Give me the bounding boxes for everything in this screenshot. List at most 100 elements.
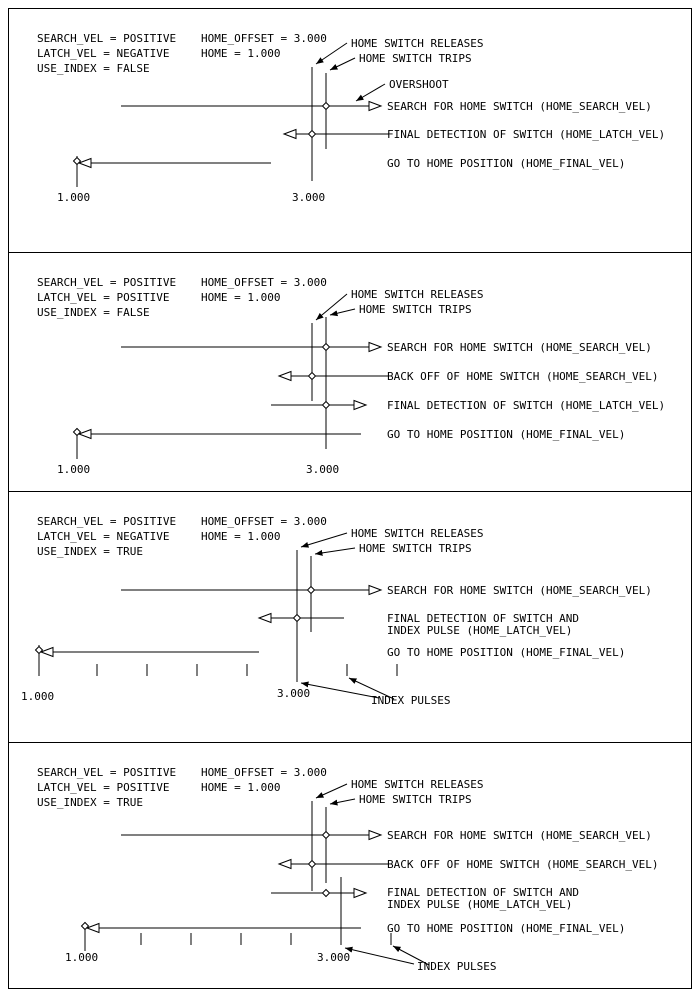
label-latch-row-line1: FINAL DETECTION OF SWITCH AND	[387, 612, 579, 625]
homing-panel-2-drawing: SEARCH_VEL = POSITIVE HOME_OFFSET = 3.00…	[37, 276, 665, 476]
home-marker-diamond	[72, 156, 82, 166]
label-latch-row-line2: INDEX PULSE (HOME_LATCH_VEL)	[387, 898, 572, 911]
param-home: HOME = 1.000	[201, 47, 280, 60]
axis-offset-label: 3.000	[277, 687, 310, 700]
callout-home-switch-releases: HOME SWITCH RELEASES	[351, 778, 483, 791]
final-arrowhead	[77, 428, 92, 440]
row-search: SEARCH FOR HOME SWITCH (HOME_SEARCH_VEL)	[121, 100, 652, 113]
axis-offset-label: 3.000	[306, 463, 339, 476]
row-latch: FINAL DETECTION OF SWITCH AND INDEX PULS…	[257, 612, 579, 637]
row-latch: FINAL DETECTION OF SWITCH AND INDEX PULS…	[271, 886, 579, 911]
param-use-index: USE_INDEX = FALSE	[37, 306, 150, 319]
row-latch: FINAL DETECTION OF SWITCH (HOME_LATCH_VE…	[282, 128, 665, 141]
releases-leader-line	[315, 783, 348, 799]
param-search-vel: SEARCH_VEL = POSITIVE	[37, 32, 176, 45]
axis-home-label: 1.000	[57, 191, 90, 204]
param-use-index: USE_INDEX = TRUE	[37, 545, 143, 558]
final-arrowhead	[85, 922, 100, 934]
index-pulse-marks: INDEX PULSES	[140, 933, 496, 973]
param-search-vel: SEARCH_VEL = POSITIVE	[37, 766, 176, 779]
param-home: HOME = 1.000	[201, 291, 280, 304]
axis-offset-label: 3.000	[292, 191, 325, 204]
param-latch-vel: LATCH_VEL = POSITIVE	[37, 291, 169, 304]
switch-lines	[311, 801, 342, 945]
param-home: HOME = 1.000	[201, 530, 280, 543]
final-arrowhead	[39, 646, 54, 658]
latch-arrowhead	[353, 399, 368, 411]
latch-arrowhead	[353, 887, 368, 899]
trips-leader-line	[329, 798, 356, 806]
search-arrowhead	[368, 100, 383, 112]
search-arrowhead	[368, 341, 383, 353]
row-backoff: BACK OFF OF HOME SWITCH (HOME_SEARCH_VEL…	[277, 858, 659, 871]
trip-marker-diamond	[306, 585, 316, 595]
callout-home-switch-trips: HOME SWITCH TRIPS	[359, 303, 472, 316]
label-final-row: GO TO HOME POSITION (HOME_FINAL_VEL)	[387, 646, 625, 659]
label-latch-row-line2: INDEX PULSE (HOME_LATCH_VEL)	[387, 624, 572, 637]
axis-home-label: 1.000	[57, 463, 90, 476]
panel-params: SEARCH_VEL = POSITIVE HOME_OFFSET = 3.00…	[37, 276, 327, 319]
callouts: HOME SWITCH RELEASES HOME SWITCH TRIPS	[300, 527, 483, 556]
trips-leader-line	[329, 57, 356, 71]
switch-lines	[311, 317, 327, 449]
trip-marker-diamond	[321, 888, 331, 898]
label-latch-row: FINAL DETECTION OF SWITCH (HOME_LATCH_VE…	[387, 128, 665, 141]
row-final: GO TO HOME POSITION (HOME_FINAL_VEL)	[72, 156, 625, 187]
row-backoff: BACK OFF OF HOME SWITCH (HOME_SEARCH_VEL…	[277, 370, 659, 383]
latch-arrowhead	[257, 612, 272, 624]
param-latch-vel: LATCH_VEL = NEGATIVE	[37, 530, 169, 543]
callout-home-switch-releases: HOME SWITCH RELEASES	[351, 37, 483, 50]
trip-marker-diamond	[321, 342, 331, 352]
row-final: GO TO HOME POSITION (HOME_FINAL_VEL)	[80, 921, 625, 951]
index-pulses-leader-line	[348, 677, 395, 700]
row-search: SEARCH FOR HOME SWITCH (HOME_SEARCH_VEL)	[121, 341, 652, 354]
homing-panel-2: SEARCH_VEL = POSITIVE HOME_OFFSET = 3.00…	[8, 253, 692, 492]
param-latch-vel: LATCH_VEL = NEGATIVE	[37, 47, 169, 60]
param-home-offset: HOME_OFFSET = 3.000	[201, 515, 327, 528]
latch-arrowhead	[282, 128, 297, 140]
trips-leader-line	[329, 308, 356, 317]
axis-labels: 1.000 3.000	[57, 463, 339, 476]
index-pulse-marks: INDEX PULSES	[96, 664, 450, 707]
axis-labels: 1.000 3.000	[21, 687, 310, 703]
index-pulses-leader-line	[300, 681, 380, 699]
releases-leader-line	[315, 42, 348, 65]
trip-marker-diamond	[321, 830, 331, 840]
row-latch: FINAL DETECTION OF SWITCH (HOME_LATCH_VE…	[271, 399, 665, 412]
search-arrowhead	[368, 829, 383, 841]
axis-home-label: 1.000	[65, 951, 98, 964]
label-backoff-row: BACK OFF OF HOME SWITCH (HOME_SEARCH_VEL…	[387, 858, 659, 871]
param-use-index: USE_INDEX = FALSE	[37, 62, 150, 75]
home-marker-diamond	[72, 427, 82, 437]
axis-home-label: 1.000	[21, 690, 54, 703]
param-home-offset: HOME_OFFSET = 3.000	[201, 276, 327, 289]
homing-panel-4-drawing: SEARCH_VEL = POSITIVE HOME_OFFSET = 3.00…	[37, 766, 659, 973]
homing-panel-3-drawing: SEARCH_VEL = POSITIVE HOME_OFFSET = 3.00…	[21, 515, 652, 707]
param-home: HOME = 1.000	[201, 781, 280, 794]
param-latch-vel: LATCH_VEL = POSITIVE	[37, 781, 169, 794]
callout-home-switch-trips: HOME SWITCH TRIPS	[359, 542, 472, 555]
index-pulses-label: INDEX PULSES	[417, 960, 496, 973]
panel-params: SEARCH_VEL = POSITIVE HOME_OFFSET = 3.00…	[37, 766, 327, 809]
overshoot-leader-line	[355, 83, 386, 102]
label-backoff-row: BACK OFF OF HOME SWITCH (HOME_SEARCH_VEL…	[387, 370, 659, 383]
callout-overshoot: OVERSHOOT	[389, 78, 449, 91]
callouts: HOME SWITCH RELEASES HOME SWITCH TRIPS	[315, 778, 483, 806]
panel-params: SEARCH_VEL = POSITIVE HOME_OFFSET = 3.00…	[37, 515, 327, 558]
search-arrowhead	[368, 584, 383, 596]
homing-panel-3: SEARCH_VEL = POSITIVE HOME_OFFSET = 3.00…	[8, 492, 692, 743]
axis-labels: 1.000 3.000	[57, 191, 325, 204]
label-search-row: SEARCH FOR HOME SWITCH (HOME_SEARCH_VEL)	[387, 341, 652, 354]
param-search-vel: SEARCH_VEL = POSITIVE	[37, 515, 176, 528]
trips-leader-line	[314, 547, 356, 556]
row-final: GO TO HOME POSITION (HOME_FINAL_VEL)	[72, 427, 625, 459]
callout-home-switch-releases: HOME SWITCH RELEASES	[351, 288, 483, 301]
callout-home-switch-trips: HOME SWITCH TRIPS	[359, 793, 472, 806]
param-home-offset: HOME_OFFSET = 3.000	[201, 766, 327, 779]
homing-panel-4: SEARCH_VEL = POSITIVE HOME_OFFSET = 3.00…	[8, 743, 692, 989]
row-final: GO TO HOME POSITION (HOME_FINAL_VEL)	[34, 645, 625, 676]
param-use-index: USE_INDEX = TRUE	[37, 796, 143, 809]
row-search: SEARCH FOR HOME SWITCH (HOME_SEARCH_VEL)	[121, 584, 652, 597]
trip-marker-diamond	[321, 101, 331, 111]
